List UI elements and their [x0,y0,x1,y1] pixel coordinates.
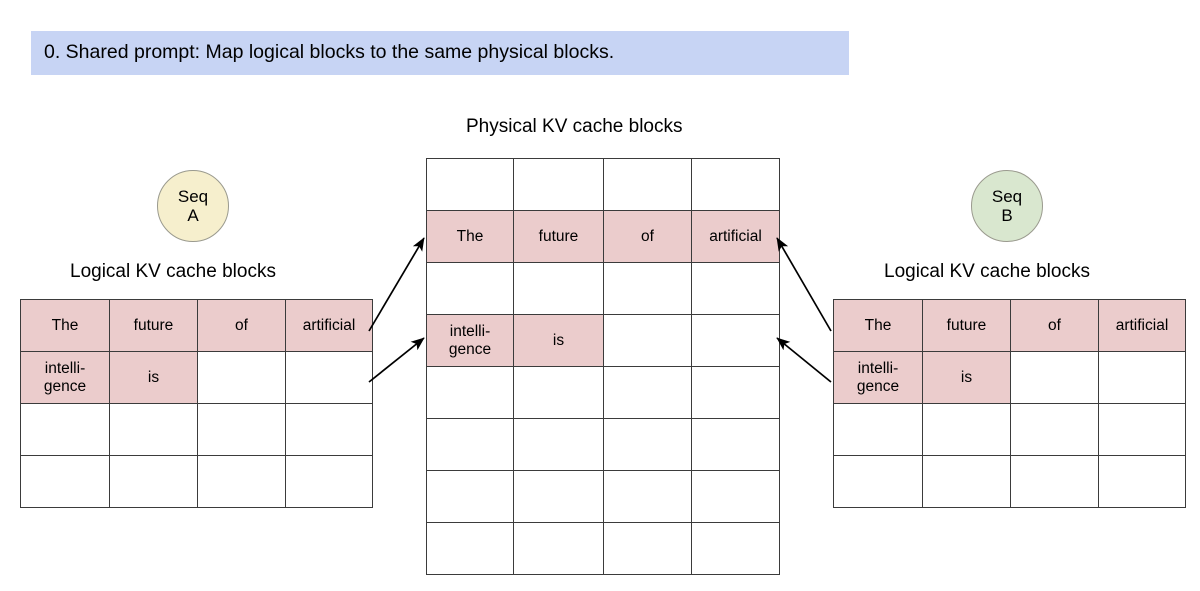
kv-block-empty [691,314,780,367]
kv-block-filled: future [109,299,198,352]
kv-block-empty [285,403,373,456]
kv-block-empty [603,470,692,523]
kv-block-filled: intelli-gence [426,314,514,367]
kv-block-empty [426,158,514,211]
kv-block-row [426,470,780,523]
kv-block-filled: artificial [285,299,373,352]
arrow-b-row2-to-physical-row4 [776,337,832,383]
kv-block-empty [691,522,780,575]
sequence-badge-b: Seq B [971,170,1043,242]
sequence-badge-a-line2: A [187,206,199,225]
kv-block-row [20,403,373,456]
kv-block-filled: The [20,299,110,352]
kv-block-empty [426,522,514,575]
kv-block-empty [426,418,514,471]
kv-block-filled: intelli-gence [833,351,923,404]
kv-block-empty [109,455,198,508]
kv-block-filled: is [922,351,1011,404]
kv-block-row [426,158,780,211]
kv-block-row [833,455,1186,508]
kv-block-row [426,262,780,315]
kv-block-empty [109,403,198,456]
kv-block-filled: intelli-gence [20,351,110,404]
kv-block-empty [426,470,514,523]
kv-block-empty [513,470,604,523]
kv-block-filled: artificial [691,210,780,263]
kv-block-empty [1010,403,1099,456]
kv-block-empty [513,418,604,471]
kv-block-empty [922,455,1011,508]
sequence-badge-b-line1: Seq [991,186,1023,206]
kv-block-empty [513,158,604,211]
kv-block-empty [513,522,604,575]
kv-block-filled: future [513,210,604,263]
kv-block-filled: of [1010,299,1099,352]
kv-block-empty [691,366,780,419]
kv-block-empty [691,418,780,471]
shared-prompt-banner-text: 0. Shared prompt: Map logical blocks to … [44,41,615,64]
kv-block-empty [197,351,286,404]
kv-block-row [833,403,1186,456]
kv-block-filled: The [833,299,923,352]
sequence-badge-a-line1: Seq [177,186,209,206]
kv-block-empty [20,403,110,456]
kv-block-empty [513,262,604,315]
kv-block-row [20,455,373,508]
kv-block-empty [1010,455,1099,508]
kv-block-filled: The [426,210,514,263]
kv-block-filled: is [109,351,198,404]
kv-block-empty [1098,351,1186,404]
arrow-a-row1-to-physical-row2 [368,237,425,332]
logical-blocks-caption-b: Logical KV cache blocks [884,261,1090,282]
kv-block-empty [922,403,1011,456]
kv-block-empty [513,366,604,419]
kv-block-empty [426,366,514,419]
kv-block-empty [603,262,692,315]
arrow-a-row2-to-physical-row4 [368,337,425,383]
kv-block-empty [426,262,514,315]
kv-block-empty [197,403,286,456]
kv-block-empty [1098,403,1186,456]
kv-block-filled: of [603,210,692,263]
arrow-b-row1-to-physical-row2 [776,237,832,332]
physical-blocks-caption: Physical KV cache blocks [466,116,683,137]
kv-block-empty [197,455,286,508]
kv-block-empty [603,522,692,575]
kv-block-empty [833,455,923,508]
kv-block-filled: of [197,299,286,352]
kv-block-empty [1098,455,1186,508]
kv-block-empty [603,418,692,471]
kv-block-row [426,418,780,471]
kv-block-filled: future [922,299,1011,352]
kv-block-empty [603,314,692,367]
kv-block-filled: is [513,314,604,367]
kv-block-empty [603,366,692,419]
kv-block-empty [691,470,780,523]
logical-blocks-caption-a: Logical KV cache blocks [70,261,276,282]
kv-block-empty [691,262,780,315]
kv-block-empty [285,455,373,508]
kv-block-filled: artificial [1098,299,1186,352]
kv-block-row [426,522,780,575]
kv-block-empty [1010,351,1099,404]
kv-block-empty [603,158,692,211]
shared-prompt-banner: 0. Shared prompt: Map logical blocks to … [31,31,849,75]
kv-block-empty [691,158,780,211]
kv-block-empty [833,403,923,456]
kv-block-empty [20,455,110,508]
sequence-badge-b-line2: B [1001,206,1013,225]
kv-block-row [426,366,780,419]
sequence-badge-a: Seq A [157,170,229,242]
kv-block-empty [285,351,373,404]
